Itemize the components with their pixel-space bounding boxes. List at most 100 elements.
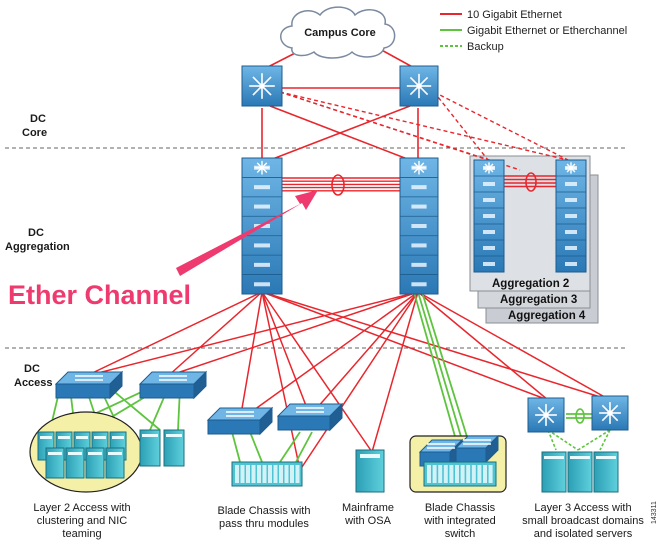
l3-server [593, 451, 619, 493]
router-arrow [547, 406, 555, 414]
link-aggB-access-1 [167, 291, 419, 377]
chassis-router-arrow [261, 162, 268, 169]
core-router-2 [399, 65, 439, 107]
link-aggB-access-6 [417, 291, 611, 401]
switch-side [485, 434, 499, 464]
layer-core-label-2: Core [22, 127, 47, 139]
blade-chassis-int-blade [443, 465, 448, 483]
link-aggB-access-0 [85, 291, 419, 377]
switch-side [193, 370, 207, 400]
router-arrow [263, 87, 272, 96]
link-aggA-access-1 [167, 291, 263, 377]
server-bay [108, 452, 122, 455]
server-bay [76, 436, 88, 439]
chassis-module-icon [483, 246, 495, 250]
etherchannel-callout: Ether Channel [8, 280, 191, 310]
caption-blade-integrated-line1: Blade Chassis [425, 502, 496, 514]
link-aggB-bladepass [299, 291, 419, 471]
legend: 10 Gigabit Ethernet Gigabit Ethernet or … [440, 9, 627, 53]
router-arrow [537, 406, 545, 414]
server-body [45, 447, 65, 479]
l2-cluster-server [105, 447, 125, 479]
l2-server [139, 429, 161, 467]
switch-front [277, 415, 331, 431]
link-aggB-access-3 [309, 291, 419, 417]
server-body [65, 447, 85, 479]
server-body [163, 429, 185, 467]
caption-mainframe-line2: with OSA [344, 515, 392, 527]
blade-chassis-pass-blade [251, 465, 256, 483]
router-hub [416, 83, 422, 89]
blade-chassis-pass-blade [268, 465, 272, 483]
link-core-agg-3 [269, 105, 411, 161]
router-arrow [420, 76, 429, 85]
switch-front [455, 447, 487, 463]
link-backup-1 [279, 91, 569, 161]
link-aggA-access-0 [85, 291, 263, 377]
l3-server [567, 451, 593, 493]
caption-mainframe: Mainframe with OSA [342, 502, 394, 527]
chassis-module-icon [565, 230, 577, 234]
router-hub [259, 83, 265, 89]
blade-chassis-pass-blade [257, 465, 261, 483]
caption-l2-access-line1: Layer 2 Access with [33, 502, 130, 514]
link-blade-srv-3 [295, 431, 313, 463]
blade-chassis-int-blade [466, 465, 471, 483]
l3-access-router-1 [527, 397, 565, 433]
blade-pass-switch-1 [206, 406, 274, 436]
router-arrow [611, 414, 619, 422]
l3-server [541, 451, 567, 493]
chassis-module-icon [483, 230, 495, 234]
server-bay [166, 434, 182, 437]
chassis-router-arrow [570, 163, 576, 169]
blade-chassis-pass-blade [284, 465, 289, 483]
link-aggA-access-4 [261, 291, 373, 453]
chassis-router-arrow [418, 167, 425, 174]
chassis-module-icon [254, 282, 270, 287]
chassis-module-icon [411, 224, 427, 228]
chassis-module-icon [483, 262, 495, 266]
chassis-router-arrow [256, 167, 263, 174]
aggregation-4-label: Aggregation 4 [508, 310, 586, 322]
link-l3-srv-3 [577, 429, 611, 451]
chassis-module-icon [254, 262, 270, 267]
blade-chassis-int-blade [488, 465, 493, 483]
server-bay [68, 452, 82, 455]
blade-chassis-pass-blade [235, 465, 239, 483]
caption-l3-access-line1: Layer 3 Access with [534, 502, 631, 514]
link-blade-srv-2 [279, 431, 301, 463]
router-hub [543, 412, 549, 418]
etherchannel-ring-l3 [575, 408, 585, 424]
chassis-module-icon [411, 204, 427, 209]
chassis-router-arrow [488, 163, 494, 169]
l3-access-router-2 [591, 395, 629, 431]
chassis-module-icon [565, 246, 577, 250]
link-aggA-access-3 [261, 291, 311, 417]
switch-front [207, 419, 261, 435]
chassis-router-arrow [413, 167, 420, 174]
router-hub [607, 410, 613, 416]
caption-blade-integrated-line3: switch [445, 528, 476, 540]
link-aggA-access-6 [261, 291, 611, 401]
chassis-module-icon [411, 243, 427, 248]
link-backup-2 [433, 91, 489, 161]
aggregation-switch-2 [399, 157, 439, 295]
link-aggB-bladeint-2 [421, 291, 469, 441]
etherchannel-ring-main [331, 174, 345, 196]
blade-chassis-pass-blade [262, 465, 267, 483]
caption-blade-integrated-line2: with integrated [423, 515, 496, 527]
server-bay [40, 436, 52, 439]
legend-10g-label: 10 Gigabit Ethernet [467, 9, 562, 21]
link-blade-srv-0 [231, 431, 241, 463]
switch-side [329, 402, 343, 432]
link-aggB-access-5 [417, 291, 549, 401]
layer-core-label-1: DC [30, 113, 46, 125]
chassis-router-arrow [418, 162, 425, 169]
legend-gig-label: Gigabit Ethernet or Etherchannel [467, 25, 627, 37]
blade-chassis-pass-blade [246, 465, 250, 483]
link-aggB-bladeint-3 [413, 291, 457, 441]
blade-chassis-pass-blade [295, 465, 300, 483]
layer-aggregation-label-2: Aggregation [5, 241, 70, 253]
link-aggB-bladeint-1 [417, 291, 463, 441]
